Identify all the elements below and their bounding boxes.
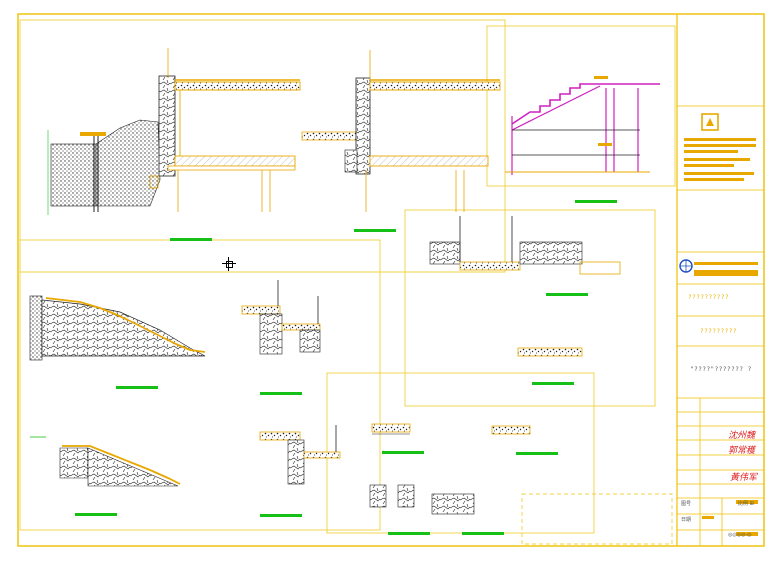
- sheet-frame: [17, 13, 765, 547]
- title-line-1: ??????????: [688, 294, 730, 301]
- field-date: 日期: [681, 517, 692, 523]
- company-info-bars: [684, 138, 756, 181]
- signature-3: 黃伟军: [730, 473, 758, 483]
- field-drawing-no: 图号: [681, 501, 692, 507]
- signature-2: 郭常穫: [728, 446, 756, 456]
- title-line-3: "????"??????? ?: [690, 366, 752, 373]
- section-stone-stair-slope: [29, 295, 206, 389]
- company-seal-icon: [701, 113, 719, 131]
- section-step-details-upper-right: [429, 216, 621, 385]
- field-code: ◎◎◎◎-◎: [728, 532, 752, 538]
- section-bottom-middle-details: [369, 423, 558, 535]
- section-stair-elevation: [505, 76, 660, 203]
- crosshair-cursor-icon: [222, 257, 236, 271]
- title-line-2: ?????????: [700, 328, 738, 335]
- section-retaining-wall-left: [47, 48, 301, 241]
- section-sloped-stairs-lower: [30, 436, 181, 516]
- section-lower-wall-detail: [259, 425, 341, 517]
- section-retaining-wall-right: [301, 50, 501, 232]
- globe-logo-icon: [679, 259, 693, 273]
- signature-1: 沈州魏: [728, 431, 756, 441]
- title-block: [677, 105, 764, 546]
- globe-logo-bars: [694, 262, 758, 276]
- field-scale: 比例 ⊞: [738, 501, 754, 507]
- section-small-wall-detail: [241, 280, 321, 395]
- title-field-bars: [702, 500, 758, 536]
